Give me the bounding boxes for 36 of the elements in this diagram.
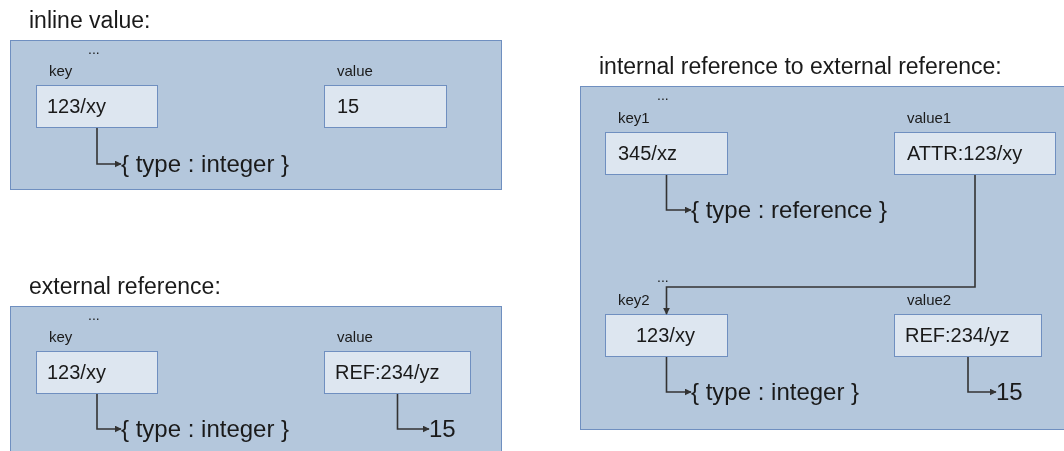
section-heading: external reference: xyxy=(29,273,221,300)
arrow xyxy=(665,174,692,214)
type-text: { type : integer } xyxy=(691,376,860,408)
type-text: { type : integer } xyxy=(121,413,290,445)
arrow xyxy=(665,356,692,396)
field-caption: key xyxy=(49,328,73,345)
field-value: 345/xz xyxy=(618,142,677,165)
field-caption: key1 xyxy=(618,109,650,126)
type-text: 15 xyxy=(429,413,456,445)
type-text: { type : reference } xyxy=(691,194,888,226)
field-value: REF:234/yz xyxy=(335,361,440,384)
type-text: { type : integer } xyxy=(121,148,290,180)
field-caption: value xyxy=(337,62,373,79)
field-value: 123/xy xyxy=(47,95,106,118)
field-value: ATTR:123/xy xyxy=(907,142,1023,165)
field-caption: value2 xyxy=(907,291,952,308)
ellipsis-text: ... xyxy=(88,310,100,320)
ellipsis-text: ... xyxy=(88,44,100,54)
field-value: 123/xy xyxy=(636,324,695,347)
section-heading: inline value: xyxy=(29,7,151,34)
arrow xyxy=(663,174,976,315)
field-caption: value xyxy=(337,328,373,345)
field-caption: value1 xyxy=(907,109,952,126)
arrow xyxy=(396,393,430,433)
arrow xyxy=(96,393,122,433)
ellipsis-text: ... xyxy=(657,90,669,100)
arrow xyxy=(967,356,997,396)
section-heading: internal reference to external reference: xyxy=(599,53,1002,80)
field-caption: key2 xyxy=(618,291,650,308)
field-value: REF:234/yz xyxy=(905,324,1010,347)
type-text: 15 xyxy=(996,376,1023,408)
field-caption: key xyxy=(49,62,73,79)
field-value: 15 xyxy=(337,95,360,118)
field-value: 123/xy xyxy=(47,361,106,384)
arrow xyxy=(96,127,122,168)
ellipsis-text: ... xyxy=(657,272,669,282)
